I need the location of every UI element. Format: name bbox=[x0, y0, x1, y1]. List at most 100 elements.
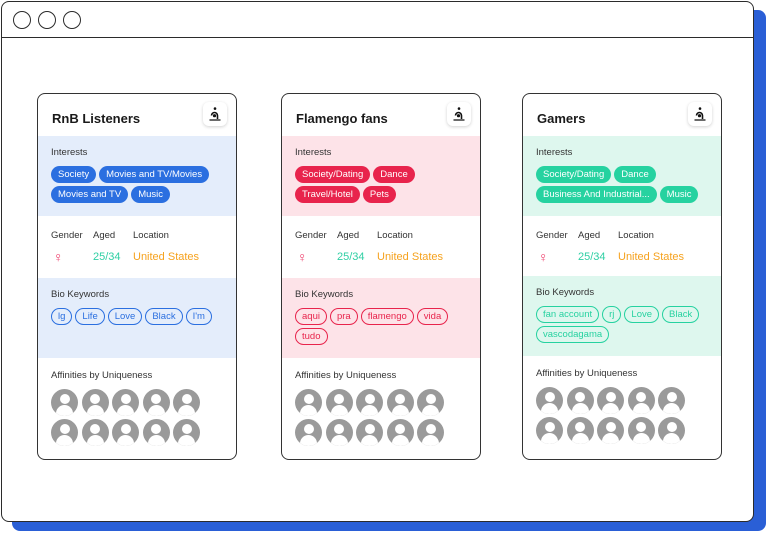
interest-tag[interactable]: Music bbox=[659, 186, 699, 203]
user-avatar-icon[interactable] bbox=[81, 419, 109, 446]
user-avatar-icon[interactable] bbox=[325, 419, 353, 446]
user-avatar-icon[interactable] bbox=[386, 389, 414, 416]
interest-tag[interactable]: Society bbox=[51, 166, 97, 183]
female-icon: ♀ bbox=[297, 249, 308, 265]
user-avatar-icon[interactable] bbox=[295, 419, 322, 446]
user-avatar-icon[interactable] bbox=[658, 387, 685, 414]
affinity-avatars bbox=[295, 389, 467, 446]
brand-logo-icon bbox=[447, 102, 471, 126]
affinities-label: Affinities by Uniqueness bbox=[51, 370, 153, 381]
affinities-label: Affinities by Uniqueness bbox=[536, 368, 638, 379]
bio-keywords-label: Bio Keywords bbox=[536, 287, 595, 298]
bio-keyword-tag[interactable]: fan account bbox=[536, 306, 600, 323]
user-avatar-icon[interactable] bbox=[112, 419, 139, 446]
interest-tag[interactable]: Dance bbox=[373, 166, 415, 183]
bio-keyword-tag[interactable]: rj bbox=[602, 306, 622, 323]
bio-keyword-tag[interactable]: Love bbox=[624, 306, 660, 323]
bio-keywords-label: Bio Keywords bbox=[51, 289, 110, 300]
user-avatar-icon[interactable] bbox=[142, 419, 170, 446]
affinities-section: Affinities by Uniqueness bbox=[523, 356, 721, 444]
window-titlebar bbox=[2, 2, 753, 38]
bio-keywords-label: Bio Keywords bbox=[295, 289, 354, 300]
user-avatar-icon[interactable] bbox=[386, 419, 414, 446]
user-avatar-icon[interactable] bbox=[325, 389, 353, 416]
user-avatar-icon[interactable] bbox=[536, 387, 563, 414]
window-maximize-button[interactable] bbox=[63, 11, 81, 29]
user-avatar-icon[interactable] bbox=[536, 417, 563, 444]
interest-tag[interactable]: Society/Dating bbox=[536, 166, 612, 183]
bio-keyword-tag[interactable]: Black bbox=[662, 306, 700, 323]
user-avatar-icon[interactable] bbox=[173, 419, 200, 446]
affinity-avatars bbox=[536, 387, 708, 444]
window-close-button[interactable] bbox=[13, 11, 31, 29]
bio-keyword-tag[interactable]: flamengo bbox=[360, 308, 414, 325]
demographics-values: ♀ 25/34 United States bbox=[536, 249, 708, 265]
bio-keyword-tag[interactable]: vida bbox=[416, 308, 449, 325]
age-value: 25/34 bbox=[578, 251, 606, 263]
bio-keyword-tag[interactable]: lg bbox=[51, 308, 73, 325]
user-avatar-icon[interactable] bbox=[142, 389, 170, 416]
user-avatar-icon[interactable] bbox=[566, 387, 594, 414]
user-avatar-icon[interactable] bbox=[566, 417, 594, 444]
user-avatar-icon[interactable] bbox=[627, 417, 655, 444]
interest-tag[interactable]: Pets bbox=[362, 186, 396, 203]
card-header: Gamers bbox=[523, 94, 721, 136]
affinities-section: Affinities by Uniqueness bbox=[282, 358, 480, 446]
gender-label: Gender bbox=[295, 230, 327, 241]
age-value: 25/34 bbox=[337, 251, 365, 263]
bio-keyword-tag[interactable]: aqui bbox=[295, 308, 327, 325]
female-icon: ♀ bbox=[538, 249, 549, 265]
user-avatar-icon[interactable] bbox=[51, 419, 78, 446]
female-icon: ♀ bbox=[53, 249, 64, 265]
bio-keyword-tag[interactable]: I'm bbox=[185, 308, 212, 325]
bio-keyword-tag[interactable]: Love bbox=[107, 308, 143, 325]
bio-keyword-tag[interactable]: Black bbox=[145, 308, 183, 325]
location-label: Location bbox=[377, 230, 413, 241]
user-avatar-icon[interactable] bbox=[417, 419, 444, 446]
window-minimize-button[interactable] bbox=[38, 11, 56, 29]
card-title: Gamers bbox=[537, 111, 586, 126]
user-avatar-icon[interactable] bbox=[81, 389, 109, 416]
interest-tag[interactable]: Business And Industrial... bbox=[536, 186, 657, 203]
user-avatar-icon[interactable] bbox=[173, 389, 200, 416]
user-avatar-icon[interactable] bbox=[627, 387, 655, 414]
bio-keyword-tag[interactable]: vascodagama bbox=[536, 326, 610, 343]
user-avatar-icon[interactable] bbox=[597, 387, 624, 414]
brand-logo-icon bbox=[688, 102, 712, 126]
user-avatar-icon[interactable] bbox=[295, 389, 322, 416]
interest-tag[interactable]: Movies and TV bbox=[51, 186, 129, 203]
interest-tag[interactable]: Dance bbox=[614, 166, 656, 183]
user-avatar-icon[interactable] bbox=[417, 389, 444, 416]
interests-label: Interests bbox=[295, 147, 332, 158]
interest-tag[interactable]: Travel/Hotel bbox=[295, 186, 360, 203]
bio-keyword-tag[interactable]: Life bbox=[75, 308, 105, 325]
user-avatar-icon[interactable] bbox=[112, 389, 139, 416]
interest-tag[interactable]: Society/Dating bbox=[295, 166, 371, 183]
interest-tag[interactable]: Music bbox=[131, 186, 171, 203]
card-title: RnB Listeners bbox=[52, 111, 141, 126]
user-avatar-icon[interactable] bbox=[51, 389, 78, 416]
user-avatar-icon[interactable] bbox=[356, 389, 383, 416]
location-value: United States bbox=[618, 251, 685, 263]
user-avatar-icon[interactable] bbox=[597, 417, 624, 444]
user-avatar-icon[interactable] bbox=[356, 419, 383, 446]
bio-keyword-tag[interactable]: pra bbox=[329, 308, 358, 325]
location-label: Location bbox=[133, 230, 169, 241]
interest-tag[interactable]: Movies and TV/Movies bbox=[99, 166, 210, 183]
user-avatar-icon[interactable] bbox=[658, 417, 685, 444]
bio-keyword-tag[interactable]: tudo bbox=[295, 328, 328, 345]
